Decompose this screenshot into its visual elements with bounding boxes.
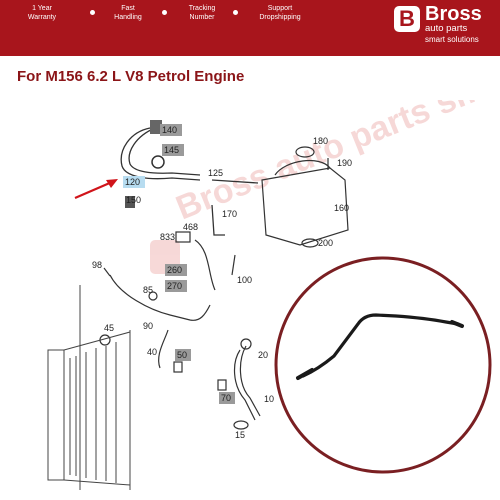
ring-15 — [233, 420, 249, 430]
logo-mark: B — [394, 6, 420, 32]
label-70: 70 — [221, 393, 231, 403]
label-100: 100 — [237, 275, 252, 285]
label-180: 180 — [313, 136, 328, 146]
sensor-85 — [148, 291, 158, 301]
label-190: 190 — [337, 158, 352, 168]
connector-98 — [103, 267, 111, 277]
hose-10-inner — [239, 345, 261, 417]
clamp-70 — [217, 379, 227, 391]
feature-dropshipping-line2: Dropshipping — [259, 14, 301, 21]
feature-dropshipping-line1: Support — [267, 5, 293, 12]
label-85: 85 — [143, 285, 153, 295]
hose-40 — [158, 329, 169, 369]
brand-subtitle: auto parts — [425, 23, 468, 34]
label-15: 15 — [235, 430, 245, 440]
header-bar: 1 Year Warranty Fast Handling Tracking N… — [0, 0, 500, 56]
label-270: 270 — [167, 281, 182, 291]
feature-warranty-line1: 1 Year — [32, 5, 52, 12]
parts-diagram: Bross auto parts smart solutions — [47, 100, 500, 490]
radiator — [47, 285, 131, 490]
feature-handling: Fast Handling — [98, 4, 158, 22]
hose-120 — [120, 127, 201, 181]
mid-assembly — [99, 231, 261, 430]
label-150: 150 — [126, 195, 141, 205]
hose-product — [301, 313, 460, 378]
label-200: 200 — [318, 238, 333, 248]
feature-tracking-line1: Tracking — [188, 5, 216, 12]
feature-handling-line1: Fast — [121, 5, 135, 12]
tank-top — [274, 160, 331, 176]
hose-100 — [231, 254, 236, 276]
label-box-145 — [162, 144, 184, 156]
label-20: 20 — [258, 350, 268, 360]
label-260: 260 — [167, 265, 182, 275]
photo-frame-circle — [274, 256, 492, 474]
top-hose-assembly — [120, 127, 259, 236]
feature-tracking-line2: Number — [189, 14, 215, 21]
ring-200 — [301, 238, 319, 248]
product-photo — [274, 256, 492, 474]
feature-warranty: 1 Year Warranty — [12, 4, 72, 22]
label-45: 45 — [104, 323, 114, 333]
label-box-140 — [160, 124, 182, 136]
part-833 — [175, 231, 191, 243]
clamps-top — [125, 120, 165, 208]
label-box-50 — [175, 349, 191, 361]
label-40: 40 — [147, 347, 157, 357]
clamp-50 — [173, 361, 183, 373]
feature-tracking: Tracking Number — [172, 4, 232, 22]
clamp-150 — [125, 196, 135, 208]
feature-handling-line2: Handling — [114, 14, 142, 21]
label-140: 140 — [162, 125, 177, 135]
label-50: 50 — [177, 350, 187, 360]
cap-180 — [295, 146, 315, 158]
arrow-shaft — [74, 180, 113, 200]
label-box-120 — [123, 176, 145, 188]
pipe-90 — [109, 274, 211, 321]
label-145: 145 — [164, 145, 179, 155]
pipe-170 — [211, 204, 225, 236]
label-833: 833 — [160, 232, 175, 242]
feature-warranty-line2: Warranty — [27, 14, 57, 21]
pointer-arrow — [74, 179, 118, 200]
hose-10 — [234, 349, 256, 421]
label-box-70 — [219, 392, 235, 404]
hose-end-left — [296, 368, 314, 380]
clamp-145 — [151, 155, 165, 169]
separator-dot — [162, 10, 167, 15]
label-box-260 — [165, 264, 187, 276]
hose-468 — [194, 239, 216, 291]
label-125: 125 — [208, 168, 223, 178]
expansion-tank — [261, 146, 349, 248]
arrow-head — [106, 179, 118, 188]
radiator-fins — [69, 342, 117, 483]
part-labels: 140 145 120 150 125 180 190 160 170 468 … — [92, 124, 352, 440]
label-box-270 — [165, 280, 187, 292]
radiator-side — [47, 349, 65, 481]
label-98: 98 — [92, 260, 102, 270]
separator-dot — [90, 10, 95, 15]
page-title: For M156 6.2 L V8 Petrol Engine — [17, 68, 245, 85]
clamp-140 — [150, 120, 162, 134]
hose-125 — [211, 179, 259, 184]
label-468: 468 — [183, 222, 198, 232]
radiator-edges — [63, 331, 131, 486]
feature-dropshipping: Support Dropshipping — [250, 4, 310, 22]
label-10: 10 — [264, 394, 274, 404]
label-170: 170 — [222, 209, 237, 219]
clamp-20 — [240, 338, 252, 350]
separator-dot — [233, 10, 238, 15]
logo-letter: B — [399, 6, 415, 31]
hose-end-right — [450, 320, 464, 328]
brand-name: Bross — [425, 3, 482, 25]
label-90: 90 — [143, 321, 153, 331]
label-120: 120 — [125, 177, 140, 187]
label-160: 160 — [334, 203, 349, 213]
brand-tagline: smart solutions — [425, 35, 479, 44]
hose-120-inner — [128, 127, 201, 176]
